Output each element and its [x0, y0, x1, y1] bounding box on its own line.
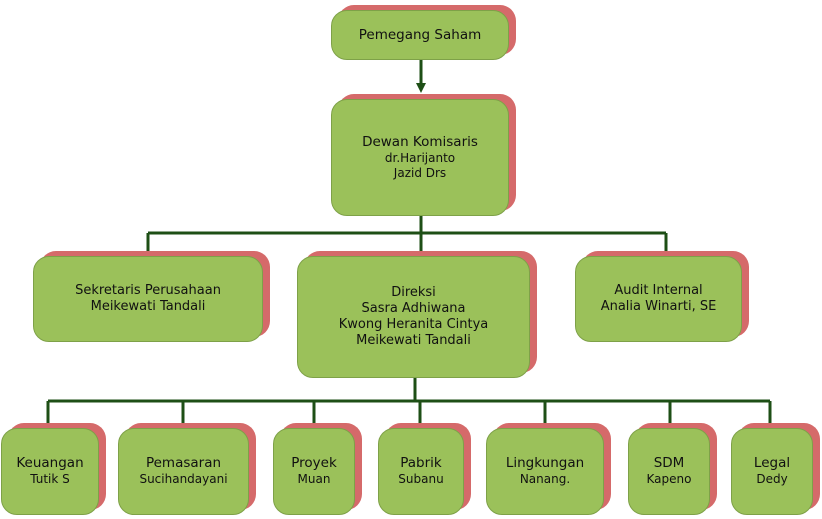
node-dept-keuangan: Keuangan Tutik S — [1, 428, 99, 515]
node-directors: Direksi Sasra Adhiwana Kwong Heranita Ci… — [297, 256, 530, 378]
node-dept-pabrik: Pabrik Subanu — [378, 428, 464, 515]
node-dept-sdm: SDM Kapeno — [628, 428, 710, 515]
node-dept-lingkungan: Lingkungan Nanang. — [486, 428, 604, 515]
node-dept-legal: Legal Dedy — [731, 428, 813, 515]
node-title: Direksi — [391, 285, 436, 300]
node-title: Sekretaris Perusahaan — [75, 283, 221, 298]
node-member: Kapeno — [646, 472, 692, 487]
node-secretary: Sekretaris Perusahaan Meikewati Tandali — [33, 256, 263, 342]
node-audit: Audit Internal Analia Winarti, SE — [575, 256, 742, 342]
node-member: Subanu — [398, 472, 444, 487]
node-title: Dewan Komisaris — [362, 133, 478, 150]
node-dept-proyek: Proyek Muan — [273, 428, 355, 515]
node-member: Tutik S — [30, 472, 70, 487]
node-member: Muan — [297, 472, 331, 487]
node-title: Pemegang Saham — [358, 26, 482, 43]
node-member: Nanang. — [519, 472, 571, 487]
node-commissioners: Dewan Komisaris dr.Harijanto Jazid Drs — [331, 99, 509, 216]
node-member: Sucihandayani — [139, 472, 228, 487]
node-title: Pabrik — [400, 455, 442, 472]
node-member: dr.Harijanto — [384, 150, 456, 165]
node-member: Meikewati Tandali — [90, 299, 206, 314]
node-member: Dedy — [756, 472, 788, 487]
node-title: Keuangan — [16, 455, 84, 472]
node-title: SDM — [653, 455, 685, 472]
node-dept-pemasaran: Pemasaran Sucihandayani — [118, 428, 249, 515]
node-title: Proyek — [291, 455, 337, 472]
node-title: Audit Internal — [614, 283, 703, 298]
node-member: Kwong Heranita Cintya — [338, 317, 489, 332]
node-member: Meikewati Tandali — [356, 333, 471, 348]
node-member: Jazid Drs — [393, 166, 447, 180]
node-member: Sasra Adhiwana — [361, 301, 466, 316]
node-member: Analia Winarti, SE — [600, 299, 717, 314]
node-shareholders: Pemegang Saham — [331, 10, 509, 60]
node-title: Pemasaran — [145, 455, 222, 472]
node-title: Lingkungan — [505, 455, 585, 472]
node-title: Legal — [753, 455, 791, 472]
